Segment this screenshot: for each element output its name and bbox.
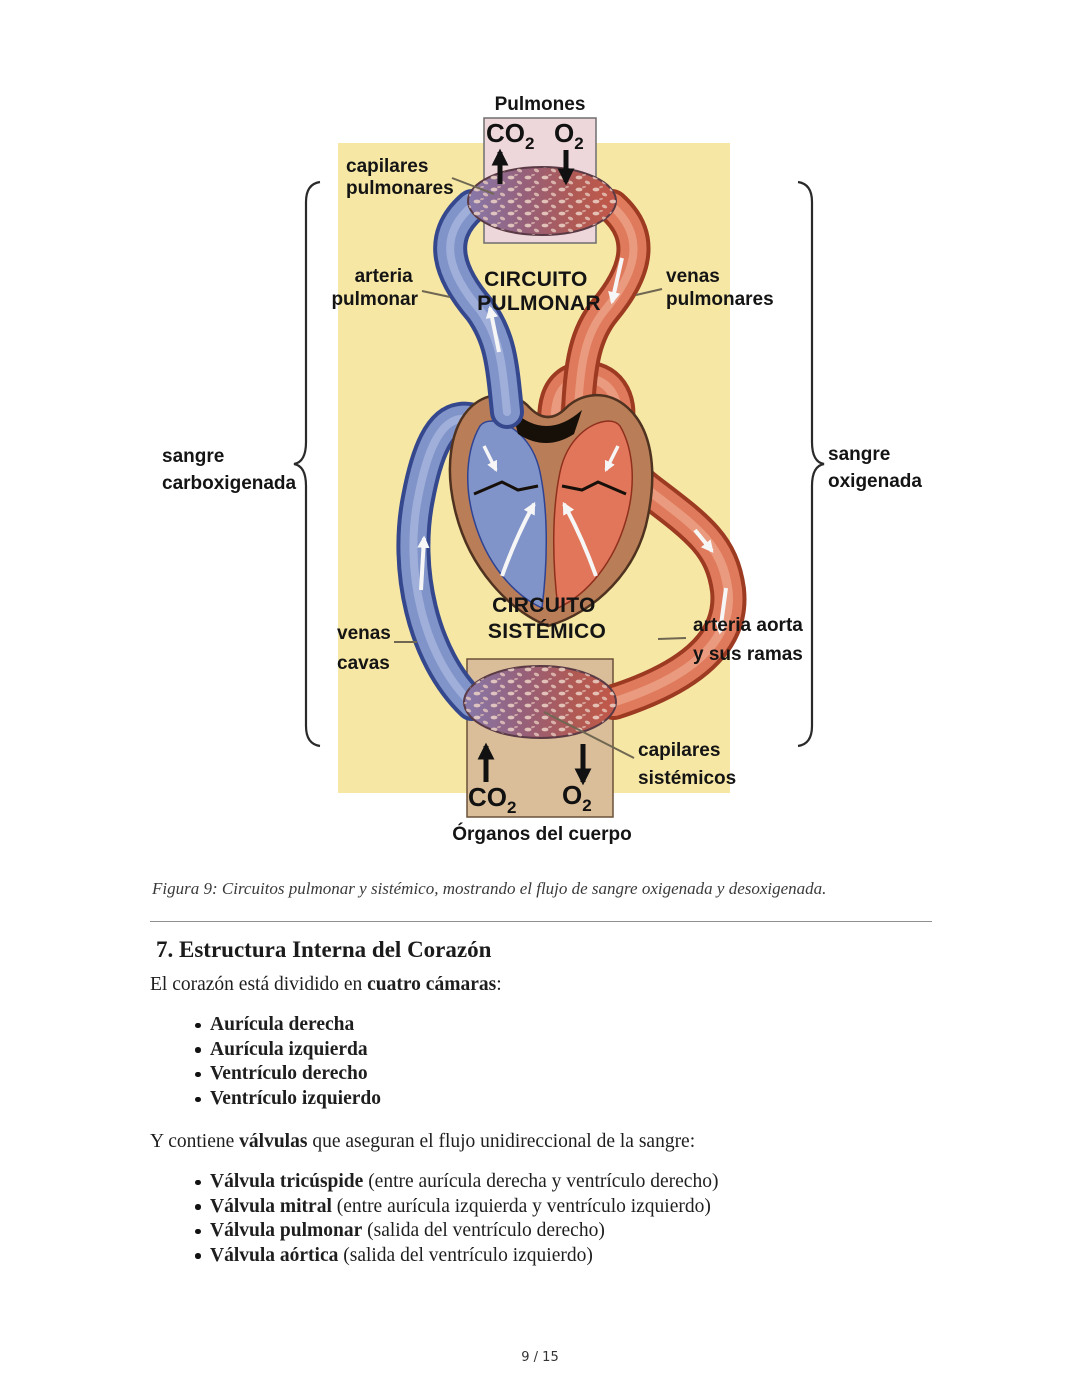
- document-content: Figura 9: Circuitos pulmonar y sistémico…: [150, 878, 932, 1268]
- list-item: Ventrículo derecho: [195, 1062, 932, 1087]
- page-number: 9 / 15: [521, 1350, 559, 1365]
- label-sangre-oxigenada: sangre oxigenada: [828, 444, 922, 492]
- co2-label-bottom: CO2: [468, 782, 516, 817]
- list-item: Aurícula izquierda: [195, 1038, 932, 1063]
- list-item: Válvula aórtica (salida del ventrículo i…: [195, 1244, 932, 1269]
- label-venas-cavas: venas cavas: [337, 623, 396, 674]
- o2-label-top: O2: [554, 118, 584, 153]
- valves-text: Y contiene: [150, 1130, 240, 1152]
- intro-bold: cuatro cámaras: [367, 973, 497, 995]
- intro-text: El corazón está dividido en: [150, 973, 368, 995]
- intro-paragraph: El corazón está dividido en cuatro cámar…: [150, 972, 932, 997]
- valves-rest: que aseguran el flujo unidireccional de …: [307, 1130, 696, 1152]
- pulmonary-artery-tube: [433, 189, 524, 429]
- label-organos: Órganos del cuerpo: [452, 823, 631, 845]
- pulmonary-veins-tube: [561, 189, 651, 429]
- figure-caption: Figura 9: Circuitos pulmonar y sistémico…: [152, 879, 827, 898]
- pulmonary-capillary-mesh: [467, 166, 617, 236]
- right-brace: [797, 180, 825, 748]
- list-item: Ventrículo izquierdo: [195, 1087, 932, 1112]
- list-item: Aurícula derecha: [195, 1013, 932, 1038]
- chambers-list: Aurícula derecha Aurícula izquierda Vent…: [150, 1013, 932, 1111]
- label-circuito-pulmonar: CIRCUITO PULMONAR: [477, 268, 601, 315]
- label-capilares-pulmonares: capilares pulmonares: [346, 156, 454, 199]
- left-brace: [293, 180, 321, 748]
- label-pulmones: Pulmones: [495, 94, 586, 115]
- valves-bold: válvulas: [239, 1130, 308, 1152]
- list-item: Válvula tricúspide (entre aurícula derec…: [195, 1170, 932, 1195]
- label-venas-pulmonares: venas pulmonares: [666, 266, 774, 310]
- label-capilares-sistemicos: capilares sistémicos: [638, 740, 736, 789]
- label-sangre-carboxigenada: sangre carboxigenada: [162, 446, 297, 494]
- label-circuito-sistemico: CIRCUITO SISTÉMICO: [488, 594, 606, 643]
- valves-paragraph: Y contiene válvulas que aseguran el fluj…: [150, 1129, 932, 1154]
- figure-image: CO2 O2 CO2 O2 Pulmones capilares pulmona…: [150, 90, 930, 852]
- o2-label-bottom: O2: [562, 780, 592, 815]
- flow-arrows: [417, 257, 728, 635]
- leader-lines: [394, 177, 687, 759]
- label-arteria-pulmonar: arteria pulmonar: [331, 266, 418, 310]
- co2-label-top: CO2: [486, 118, 534, 153]
- systemic-capillary-mesh: [463, 665, 617, 739]
- label-arteria-aorta: arteria aorta y sus ramas: [693, 615, 808, 665]
- circulation-diagram: CO2 O2 CO2 O2 Pulmones capilares pulmona…: [162, 94, 922, 845]
- list-item: Válvula pulmonar (salida del ventrículo …: [195, 1219, 932, 1244]
- section-divider: [150, 920, 932, 922]
- list-item: Válvula mitral (entre aurícula izquierda…: [195, 1195, 932, 1220]
- valves-list: Válvula tricúspide (entre aurícula derec…: [150, 1170, 932, 1268]
- gas-arrows: [477, 148, 592, 786]
- section-heading: 7. Estructura Interna del Corazón: [156, 936, 492, 962]
- heart: [448, 393, 654, 628]
- intro-colon: :: [496, 973, 502, 995]
